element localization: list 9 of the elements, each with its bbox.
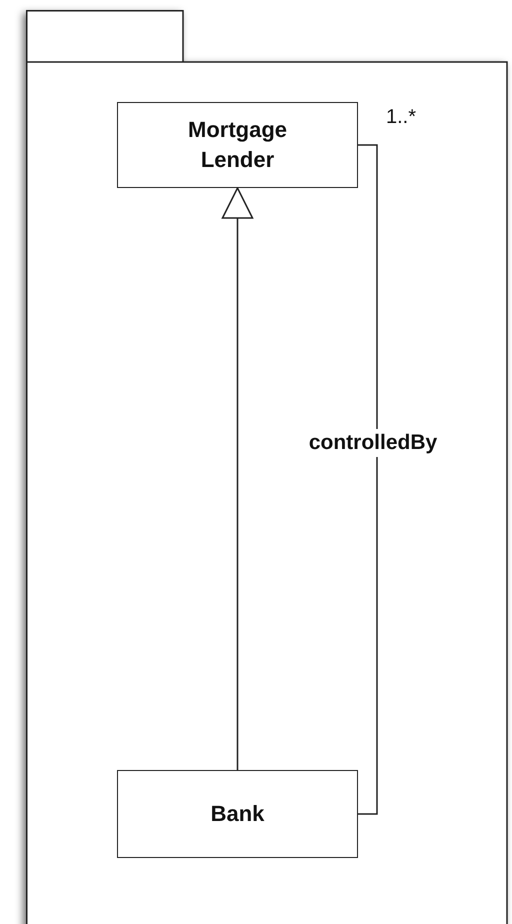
class-name: Mortgage Lender xyxy=(187,116,288,174)
class-name: Bank xyxy=(210,800,264,828)
association-line xyxy=(358,144,378,815)
class-box xyxy=(117,770,358,858)
multiplicity-label: 1..* xyxy=(386,106,416,129)
generalization-arrow xyxy=(222,187,254,770)
class-box xyxy=(117,102,358,188)
package-folder xyxy=(26,10,508,924)
edge-label: controlledBy xyxy=(308,429,438,457)
